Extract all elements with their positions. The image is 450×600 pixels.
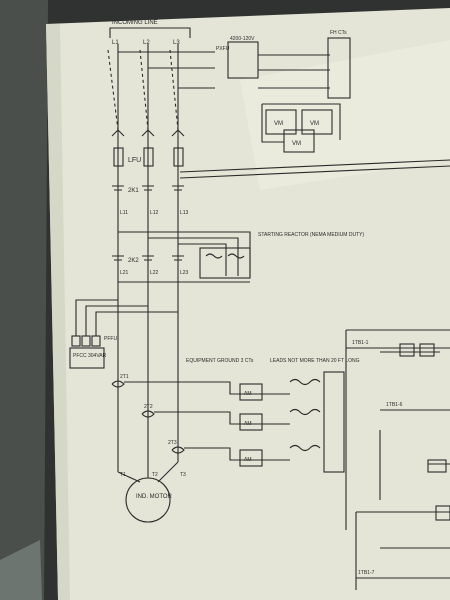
line-l1: L1 — [112, 40, 119, 46]
relay-note: LEADS NOT MORE THAN 20 FT LONG — [270, 358, 360, 364]
lower-line-3: L13 — [180, 210, 189, 216]
fuse-label-1: LFU — [128, 157, 141, 164]
ct-code-1: 2T1 — [120, 374, 129, 380]
pfcc-label: PFCC 304VAR — [73, 353, 107, 359]
meter-3: VM — [292, 141, 301, 147]
paper-sheet — [46, 8, 450, 600]
ct-label: FH CTs — [330, 30, 347, 36]
reactor-label: STARTING REACTOR (NEMA MEDIUM DUTY) — [258, 232, 364, 238]
fuse-small-label: PXFU — [216, 46, 230, 52]
lower-line-2: L12 — [150, 210, 159, 216]
meter-2: VM — [310, 121, 319, 127]
paper-edge — [46, 24, 70, 600]
line-l2: L2 — [143, 40, 150, 46]
contactor-2-label: 2K2 — [128, 258, 139, 264]
frame-left — [0, 0, 48, 600]
lower-line-2-1: L21 — [120, 270, 129, 276]
lower-line-2-3: L23 — [180, 270, 189, 276]
ammeter-2: AM — [244, 421, 252, 427]
right-label-1: 1TB1-1 — [352, 340, 369, 346]
terminal-t3: T3 — [180, 472, 186, 478]
meter-1: VM — [274, 121, 283, 127]
motor-label: IND. MOTOR — [136, 494, 173, 500]
transformer-label: 4200-120V — [230, 36, 255, 42]
terminal-t1: T1 — [120, 472, 126, 478]
ammeter-1: AM — [244, 391, 252, 397]
header-label: INCOMING LINE — [112, 20, 158, 26]
pffu-label: PFFU — [104, 336, 117, 342]
contactor-1-label: 2K1 — [128, 188, 139, 194]
lower-line-1: L11 — [120, 210, 128, 216]
lower-line-2-2: L22 — [150, 270, 159, 276]
schematic-lines — [69, 27, 450, 590]
line-l3: L3 — [173, 40, 180, 46]
frame-corner — [0, 540, 42, 600]
ct-note: EQUIPMENT GROUND 3 CTs — [186, 358, 254, 364]
right-label-3: 1TB1-7 — [358, 570, 375, 576]
ct-code-3: 2T3 — [168, 440, 177, 446]
terminal-t2: T2 — [152, 472, 158, 478]
ammeter-3: AM — [244, 457, 252, 463]
right-label-2: 1TB1-6 — [386, 402, 403, 408]
ct-code-2: 2T2 — [144, 404, 153, 410]
